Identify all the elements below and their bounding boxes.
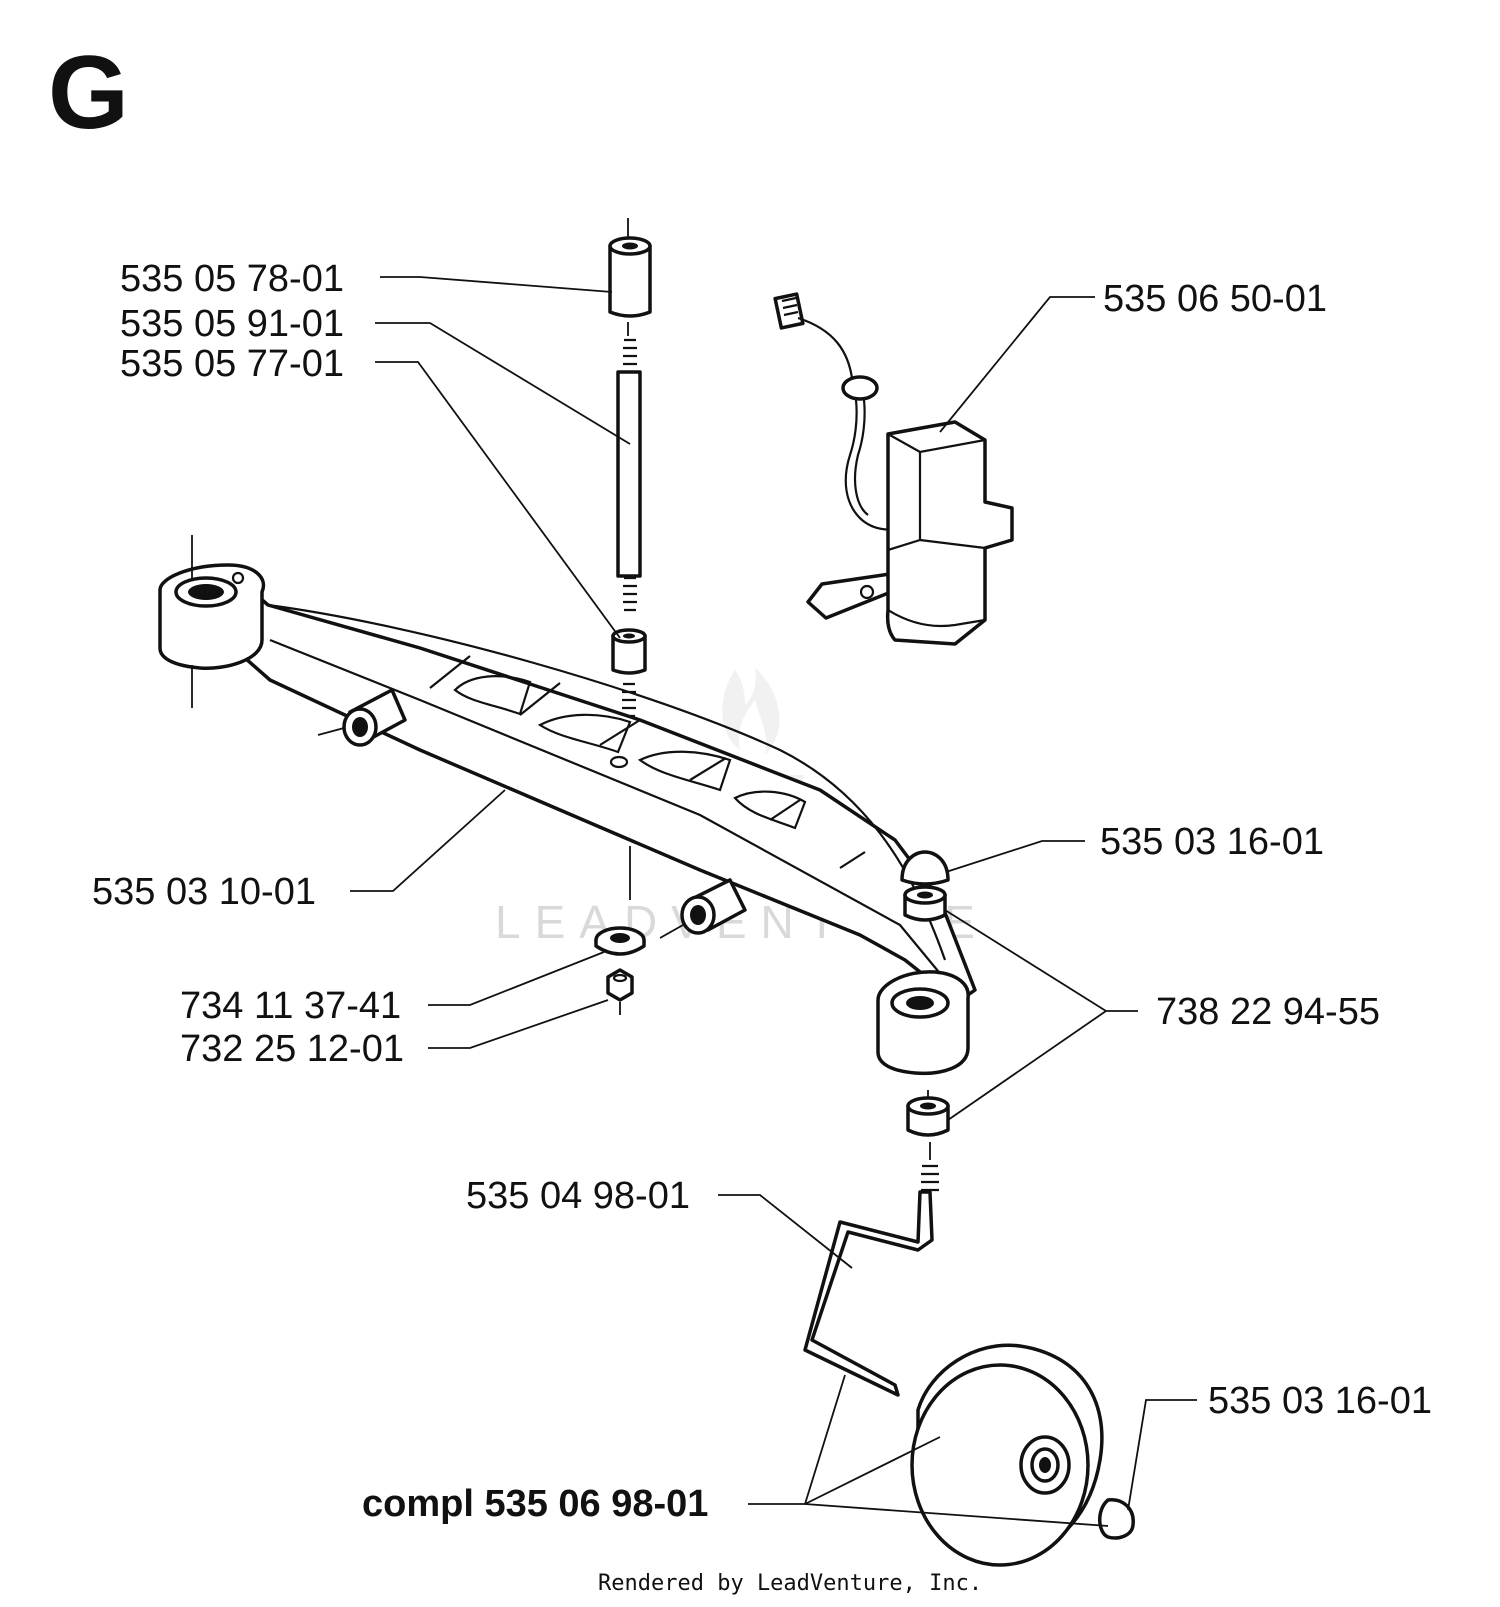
leader-lines [350, 276, 1197, 1527]
callout-bushing: 738 22 94-55 [1156, 991, 1380, 1033]
callout-spacer-lower: 535 05 77-01 [120, 343, 344, 385]
callout-cap-wheel: 535 03 16-01 [1208, 1380, 1432, 1422]
section-letter: G [48, 35, 129, 151]
callout-stud-shaft: 535 05 91-01 [120, 303, 344, 345]
washer [594, 926, 646, 956]
bushing-upper [903, 885, 947, 922]
callout-spacer-top: 535 05 78-01 [120, 258, 344, 300]
sensor-switch [773, 292, 1014, 646]
stud-assembly [608, 218, 652, 718]
callout-washer: 734 11 37-41 [180, 985, 401, 1027]
bushing-lower [906, 1090, 950, 1137]
callout-sensor-switch: 535 06 50-01 [1103, 278, 1327, 320]
cap-wheel [1098, 1498, 1135, 1540]
cap-top [900, 850, 950, 886]
footer-credit: Rendered by LeadVenture, Inc. [598, 1571, 982, 1596]
wheel-shaft [803, 1142, 939, 1397]
callout-axle-arm: 535 03 10-01 [92, 871, 316, 913]
nut [606, 968, 634, 1015]
callout-cap-top: 535 03 16-01 [1100, 821, 1324, 863]
callout-wheel-shaft: 535 04 98-01 [466, 1175, 690, 1217]
wheel [910, 1343, 1104, 1567]
callout-wheel-assembly: compl 535 06 98-01 [362, 1483, 708, 1525]
axle-arm [158, 535, 977, 1076]
callout-nut: 732 25 12-01 [180, 1028, 404, 1070]
